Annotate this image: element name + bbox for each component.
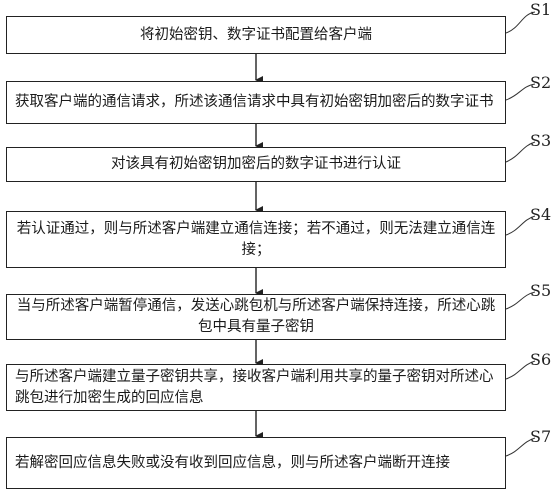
step-label-s1: S1 <box>530 0 552 19</box>
step-box-s7: 若解密回应信息失败或没有收到回应信息，则与所述客户端断开连接 <box>6 437 506 489</box>
step-text-s7: 若解密回应信息失败或没有收到回应信息，则与所述客户端断开连接 <box>15 454 450 471</box>
step-box-s6: 与所述客户端建立量子密钥共享，接收客户端利用共享的量子密钥对所述心跳包进行加密生… <box>6 364 506 411</box>
leader-s4 <box>505 215 536 236</box>
step-text-s6: 与所述客户端建立量子密钥共享，接收客户端利用共享的量子密钥对所述心跳包进行加密生… <box>15 368 494 406</box>
step-box-s4: 若认证通过，则与所述客户端建立通信连接；若不通过，则无法建立通信连接； <box>6 211 506 268</box>
leader-s2 <box>505 83 536 101</box>
step-label-s2: S2 <box>530 73 552 92</box>
leader-s6 <box>505 360 536 380</box>
leader-s7 <box>505 437 536 457</box>
step-box-s1: 将初始密钥、数字证书配置给客户端 <box>6 16 506 54</box>
step-text-s2: 获取客户端的通信请求，所述该通信请求中具有初始密钥加密后的数字证书 <box>15 94 494 110</box>
step-box-s2: 获取客户端的通信请求，所述该通信请求中具有初始密钥加密后的数字证书 <box>6 81 506 124</box>
step-text-s4: 若认证通过，则与所述客户端建立通信连接；若不通过，则无法建立通信连接； <box>16 220 496 258</box>
step-label-s3: S3 <box>530 131 552 150</box>
leader-s1 <box>505 11 536 34</box>
step-text-s1: 将初始密钥、数字证书配置给客户端 <box>140 26 372 43</box>
step-label-s4: S4 <box>530 205 552 224</box>
step-box-s5: 当与所述客户端暂停通信，发送心跳包机与所述客户端保持连接，所述心跳包中具有量子密… <box>6 294 506 340</box>
step-label-s5: S5 <box>530 281 552 300</box>
step-box-s3: 对该具有初始密钥加密后的数字证书进行认证 <box>6 147 506 182</box>
leader-s5 <box>505 291 536 310</box>
step-text-s3: 对该具有初始密钥加密后的数字证书进行认证 <box>111 156 401 172</box>
step-text-s5: 当与所述客户端暂停通信，发送心跳包机与所述客户端保持连接，所述心跳包中具有量子密… <box>16 298 496 335</box>
step-label-s6: S6 <box>530 350 552 369</box>
leader-s3 <box>505 141 536 163</box>
step-label-s7: S7 <box>530 427 552 446</box>
